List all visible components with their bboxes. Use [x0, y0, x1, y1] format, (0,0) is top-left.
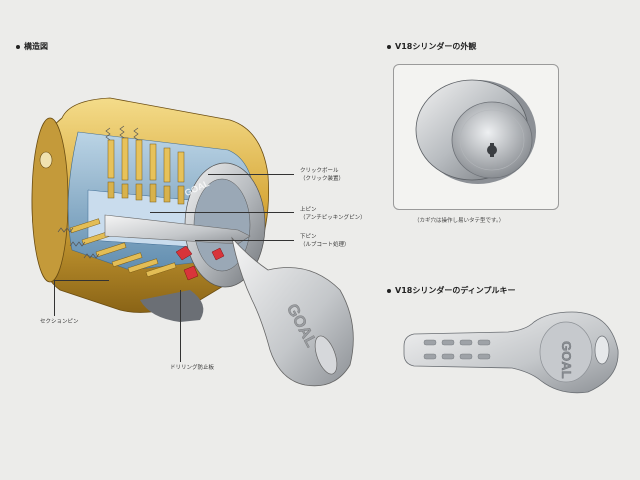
dimple-key-brand: GOAL	[559, 341, 574, 379]
label-drilling-plate: ドリリング防止板	[170, 365, 215, 371]
inserted-key: GOAL	[104, 214, 354, 387]
cylinder-tail	[140, 290, 204, 322]
exterior-caption: （カギ穴は操作し易いタテ型です。）	[414, 218, 505, 224]
leader-click-ball	[208, 174, 294, 175]
structure-title: 構造図	[16, 41, 48, 52]
leader-upper-pin	[150, 212, 294, 213]
dimple-key-title: V18シリンダーのディンプルキー	[387, 285, 516, 296]
upper-pins	[107, 137, 185, 183]
leader-section-pin-v	[54, 280, 55, 316]
section-pins	[69, 218, 177, 278]
bullet-icon	[16, 44, 20, 49]
drilling-plates	[175, 245, 225, 281]
label-lower-pin: 下ピン （ルブコート処理）	[300, 234, 350, 248]
label-section-pin: セクションピン	[40, 319, 79, 325]
bullet-icon	[387, 44, 391, 49]
bullet-icon	[387, 288, 391, 293]
exterior-title: V18シリンダーの外観	[387, 41, 476, 52]
label-upper-pin: 上ピン （アンチピッキングピン）	[300, 207, 366, 221]
label-click-ball: クリックボール （クリック装置）	[300, 168, 345, 182]
leader-lower-pin	[195, 240, 294, 241]
lower-pins	[107, 181, 185, 205]
leader-section-pin-h	[54, 280, 109, 281]
leader-drilling-plate	[180, 290, 181, 362]
springs	[57, 125, 139, 259]
